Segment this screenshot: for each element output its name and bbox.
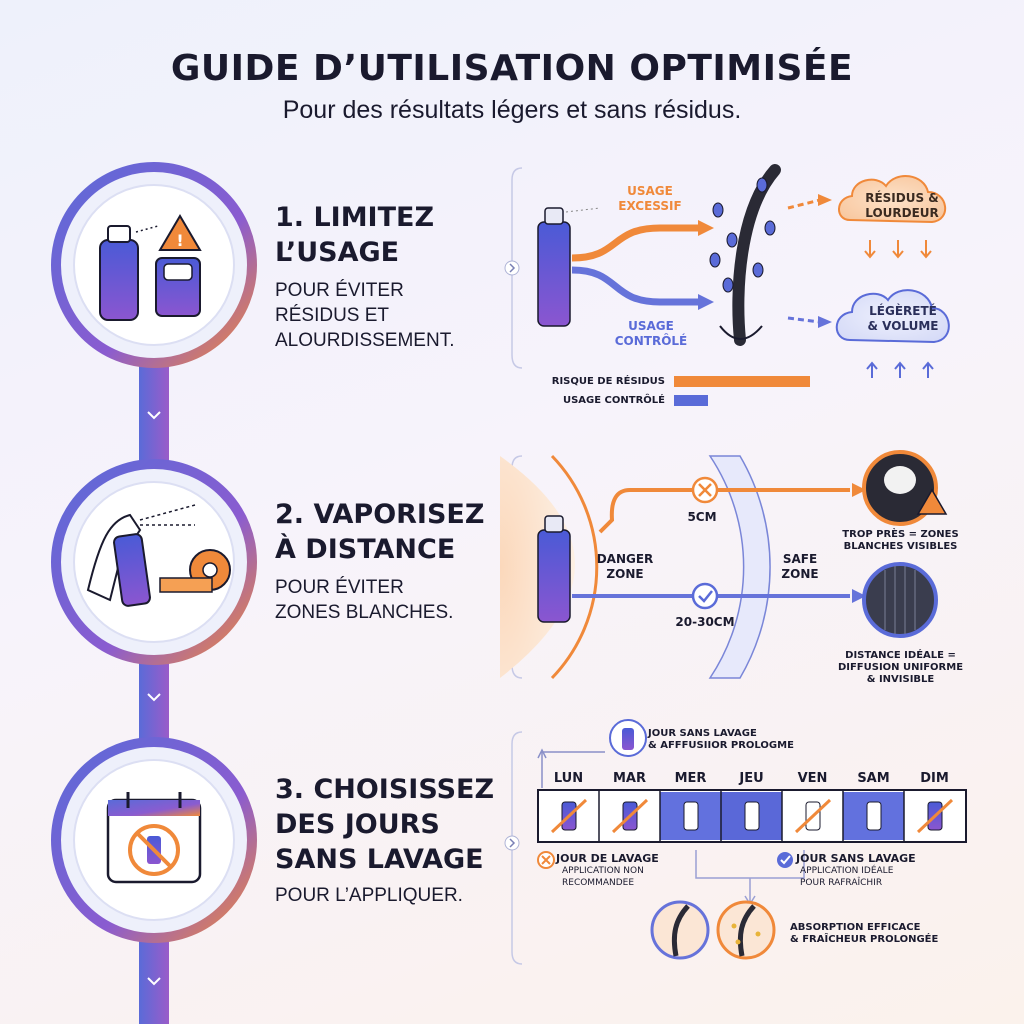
safe-zone [708, 455, 771, 679]
day-mar: MAR [612, 771, 646, 786]
step1-title-line2: L’USAGE [275, 237, 400, 268]
day-sam: SAM [857, 771, 890, 786]
scalp-circle-1 [650, 900, 710, 960]
spray-can-icon [99, 225, 159, 321]
hair-strand-graphic [719, 164, 781, 346]
chevron-down-icon [147, 411, 161, 986]
step1-sub-line1: POUR ÉVITER [275, 280, 404, 301]
residue-cloud [838, 174, 947, 224]
danger-zone-line1: DANGER [596, 552, 654, 566]
light-label-line2: & VOLUME [867, 319, 939, 333]
danger-zone-line2: ZONE [606, 567, 644, 581]
legend-risk-bar [674, 376, 810, 387]
bottle-icons [550, 798, 954, 834]
ideal-hair-circle [862, 562, 938, 638]
droplets [709, 177, 776, 293]
distance-near: 5cm [687, 510, 717, 524]
step2-title-line2: À DISTANCE [275, 534, 456, 565]
step1-sub-line3: ALOURDISSEMENT. [275, 330, 455, 351]
nowash-line1: APPLICATION IDÉALE [800, 866, 894, 876]
timeline: ! [51, 162, 257, 1024]
excessive-label-line1: USAGE [627, 184, 673, 198]
nowash-line2: POUR RAFRAÎCHIR [800, 878, 883, 888]
hand-spray-icon [86, 504, 196, 607]
step2-circle [51, 459, 257, 665]
measuring-tape-icon [159, 549, 231, 593]
spray-can-graphic-2 [537, 515, 571, 623]
ideal-line2: DIFFUSION UNIFORME [837, 662, 964, 673]
week-top-line1: JOUR SANS LAVAGE [648, 728, 757, 739]
page-subtitle: Pour des résultats légers et sans résidu… [282, 96, 742, 124]
step1-circle [51, 162, 257, 368]
too-close-hair-circle [862, 450, 948, 526]
distance-far: 20-30cm [675, 615, 735, 629]
residue-label-line1: RÉSIDUS & [865, 191, 939, 205]
diagrams [500, 164, 967, 965]
page-title: GUIDE D’UTILISATION OPTIMISÉE [170, 48, 854, 89]
step2-title-line1: 2. VAPORISEZ [275, 499, 485, 530]
excessive-label-line2: EXCESSIF [618, 199, 682, 213]
absorb-line1: ABSORPTION EFFICACE [790, 922, 921, 933]
wash-line2: RECOMMANDEE [562, 878, 635, 888]
controlled-label-line1: USAGE [628, 319, 674, 333]
controlled-label-line2: CONTRÔLÉ [614, 334, 688, 348]
ideal-line3: & INVISIBLE [866, 674, 935, 685]
day-dim: DIM [920, 771, 949, 786]
day-ven: VEN [797, 771, 828, 786]
day-jeu: JEU [739, 771, 764, 786]
day-mer: MER [674, 771, 707, 786]
too-close-line1: TROP PRÈS = ZONES [842, 529, 959, 540]
too-close-line2: BLANCHES VISIBLES [843, 541, 958, 552]
week-top-line2: & AFFFUSIІОR PROLOGME [648, 740, 794, 751]
safe-zone-line2: ZONE [781, 567, 819, 581]
step1-title-line1: 1. LIMITEZ [275, 202, 435, 233]
step1-sub-line2: RÉSIDUS ET [275, 305, 390, 326]
wash-title: JOUR DE LAVAGE [556, 852, 659, 865]
legend-risk-label: RISQUE DE RÉSIDUS [551, 376, 665, 387]
spray-can-graphic-1 [537, 207, 601, 327]
legend-controlled-bar [674, 395, 708, 406]
nowash-title: JOUR SANS LAVAGE [796, 852, 916, 865]
absorb-line2: & FRAÎCHEUR PROLONGÉE [790, 934, 939, 945]
step3-title-line1: 3. CHOISISSEZ [275, 774, 495, 805]
nowash-check-icon [777, 852, 793, 868]
scalp-circle-2 [716, 900, 776, 960]
legend-controlled-label: USAGE CONTRÔLÉ [562, 395, 665, 406]
x-mark-icon [691, 476, 719, 504]
lightness-cloud [835, 289, 950, 344]
day-lun: LUN [553, 771, 584, 786]
wash-x-icon [537, 851, 555, 869]
step3-title-line2: DES JOURS [275, 809, 440, 840]
week-day-labels: LUN MAR MER JEU VEN SAM DIM [538, 771, 966, 786]
step2-sub-line1: POUR ÉVITER [275, 577, 404, 598]
nowash-spray-badge [609, 719, 647, 757]
no-spray-icon [128, 824, 180, 876]
svg-text:!: ! [176, 231, 183, 250]
check-mark-icon [691, 582, 719, 610]
scale-icon [155, 257, 201, 317]
warning-icon: ! [158, 214, 202, 251]
safe-zone-line1: SAFE [782, 552, 818, 566]
light-label-line1: LÉGÈRETÉ [869, 304, 937, 318]
residue-label-line2: LOURDEUR [865, 206, 939, 220]
ideal-line1: DISTANCE IDÉALE = [845, 650, 956, 661]
step3-title-line3: SANS LAVAGE [275, 844, 484, 875]
step2-sub-line2: ZONES BLANCHES. [275, 602, 454, 623]
wash-line1: APPLICATION NON [562, 866, 644, 876]
step3-sub-line1: POUR L’APPLIQUER. [275, 885, 463, 906]
